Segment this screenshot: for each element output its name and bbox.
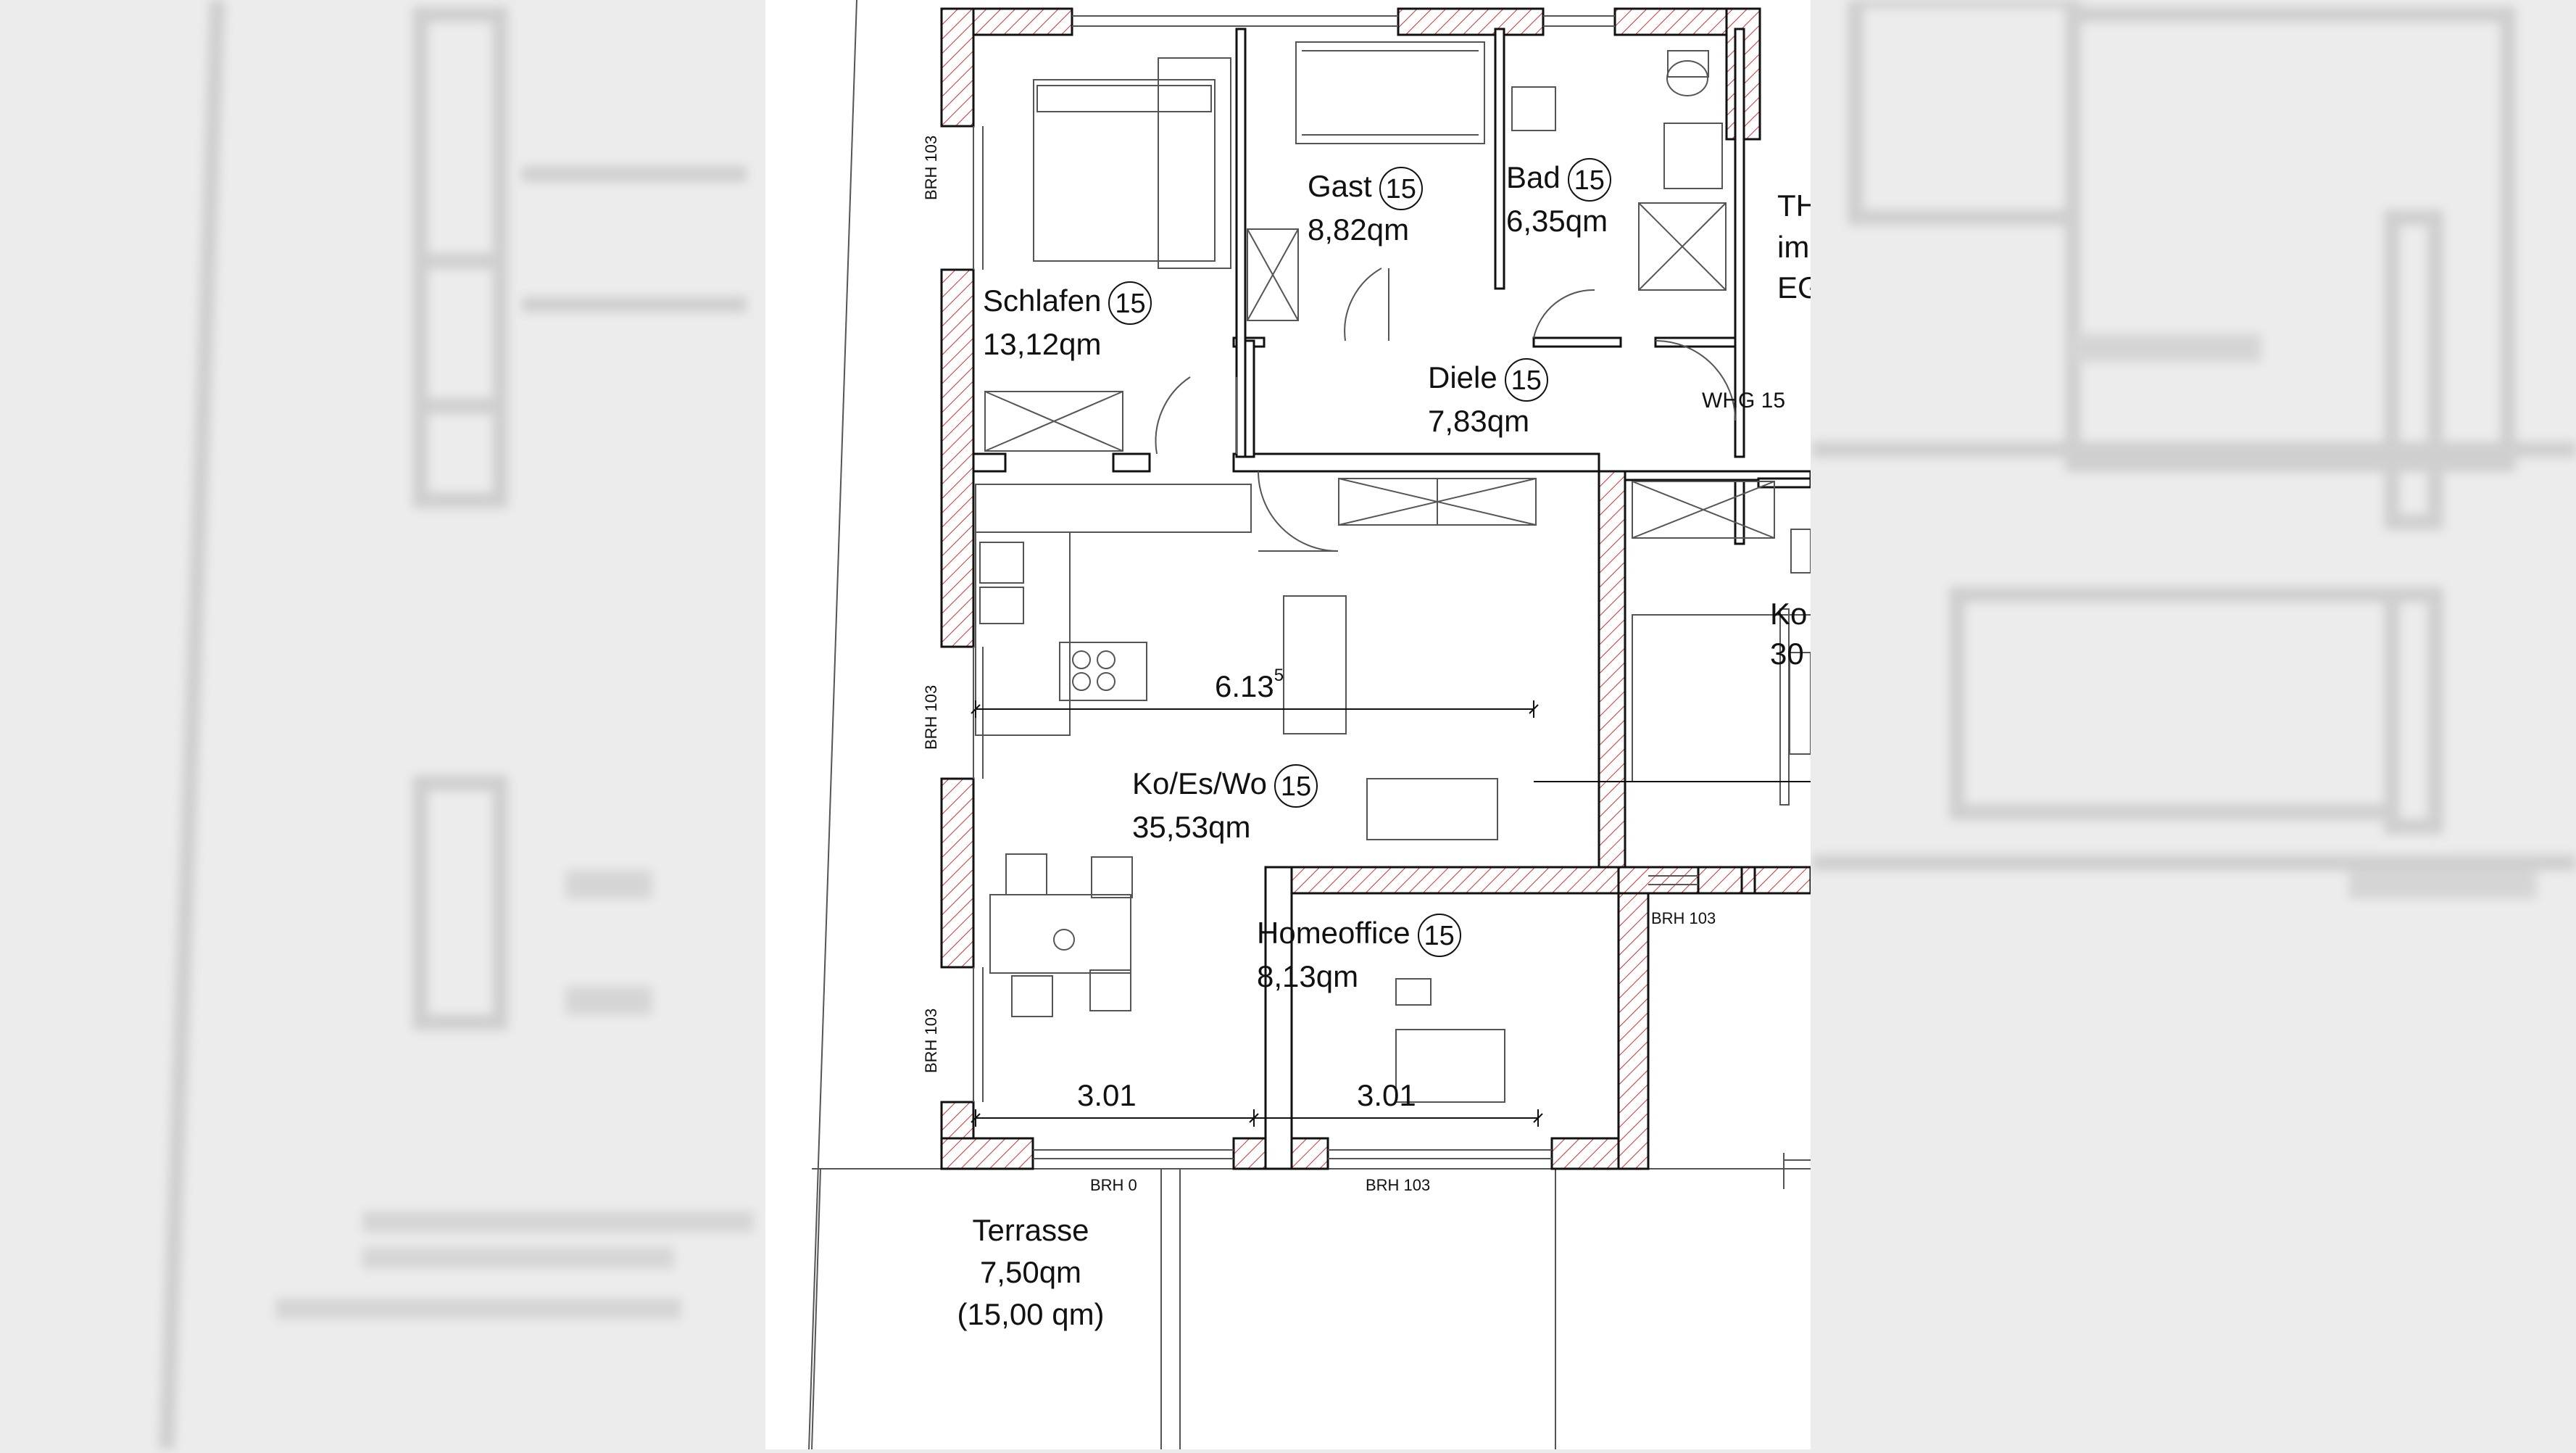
room-area: 35,53qm bbox=[1132, 810, 1251, 844]
brh-label-office: BRH 103 bbox=[1366, 1176, 1431, 1194]
dimension-lines bbox=[971, 700, 1811, 1127]
windows bbox=[973, 15, 1698, 1159]
brh-label-west-3: BRH 103 bbox=[922, 1008, 940, 1073]
neighbour-line-1: TH bbox=[1777, 189, 1811, 223]
dimension-south-left: 3.01 bbox=[1077, 1078, 1137, 1112]
room-area: 8,13qm bbox=[1257, 959, 1359, 993]
terrace-area-total: (15,00 qm) bbox=[957, 1297, 1105, 1331]
room-name: Gast bbox=[1308, 169, 1372, 204]
brh-label-west-2: BRH 103 bbox=[922, 684, 940, 750]
terrace-area: 7,50qm bbox=[979, 1255, 1082, 1289]
doors bbox=[1155, 268, 1736, 552]
room-area: 7,83qm bbox=[1428, 404, 1530, 438]
room-name: Bad bbox=[1506, 160, 1561, 195]
brh-label-east: BRH 103 bbox=[1651, 909, 1716, 927]
dimension-value: 6.13 bbox=[1215, 669, 1274, 703]
terrace-label: Terrasse 7,50qm (15,00 qm) bbox=[922, 1215, 1139, 1330]
room-name: Ko/Es/Wo bbox=[1132, 766, 1267, 801]
dimension-living-width: 6.135 bbox=[1215, 667, 1284, 703]
room-name: Diele bbox=[1428, 360, 1497, 395]
brh-label-west-1: BRH 103 bbox=[922, 135, 940, 200]
room-name: Schlafen bbox=[983, 283, 1102, 318]
neighbour-room-name: Ko bbox=[1770, 597, 1808, 631]
room-area: 6,35qm bbox=[1506, 204, 1608, 238]
neighbour-room-label: Ko 30 bbox=[1770, 595, 1807, 674]
terrace-name: Terrasse bbox=[972, 1213, 1089, 1247]
apartment-badge: 15 bbox=[1417, 914, 1461, 957]
dimension-superscript: 5 bbox=[1274, 666, 1284, 685]
floor-plan-drawing bbox=[808, 0, 1811, 1449]
neighbour-line-3: EG bbox=[1777, 270, 1811, 305]
neighbour-line-2: im bbox=[1777, 229, 1810, 264]
neighbour-room-area: 30 bbox=[1770, 636, 1804, 671]
interior-walls bbox=[972, 28, 1811, 1170]
dimension-south-right: 3.01 bbox=[1357, 1078, 1416, 1112]
brh-label-terrace: BRH 0 bbox=[1090, 1176, 1137, 1194]
apartment-badge: 15 bbox=[1108, 281, 1152, 325]
room-name: Homeoffice bbox=[1257, 916, 1410, 951]
room-area: 8,82qm bbox=[1308, 212, 1410, 247]
apartment-badge: 15 bbox=[1379, 167, 1423, 210]
fixtures bbox=[975, 41, 1811, 1103]
room-area: 13,12qm bbox=[983, 327, 1102, 361]
apartment-badge: 15 bbox=[1504, 358, 1548, 402]
neighbour-label: TH im EG bbox=[1777, 186, 1811, 309]
apartment-badge: 15 bbox=[1567, 158, 1611, 202]
apartment-label: WHG 15 bbox=[1702, 389, 1786, 413]
apartment-badge: 15 bbox=[1274, 764, 1318, 808]
